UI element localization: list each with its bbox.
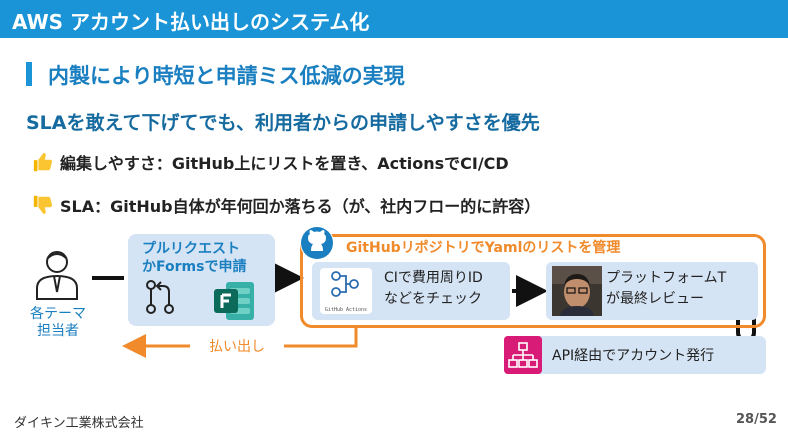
review-line1: プラットフォームT	[606, 270, 727, 286]
github-actions-logo: GitHub Actions	[320, 268, 372, 314]
review-box: プラットフォームT が最終レビュー	[546, 262, 758, 320]
bullet-pro: 編集しやすさ：GitHub上にリストを置き、ActionsでCI/CD	[32, 150, 509, 174]
section-heading: 内製により時短と申請ミス低減の実現	[48, 64, 405, 88]
forms-icon	[214, 282, 254, 320]
actions-workflow-icon	[331, 271, 359, 297]
pull-request-icon	[146, 280, 174, 314]
review-text: プラットフォームT が最終レビュー	[606, 268, 726, 310]
api-box: API経由でアカウント発行	[504, 336, 766, 374]
slide-title: AWS アカウント払い出しのシステム化	[12, 10, 370, 34]
ci-line2: などをチェック	[384, 291, 482, 307]
bullet-con-text: SLA：GitHub自体が年何回か落ちる（が、社内フロー的に許容）	[60, 197, 541, 216]
footer-company: ダイキン工業株式会社	[14, 416, 144, 431]
page-number: 28/52	[736, 412, 777, 427]
api-label: API経由でアカウント発行	[552, 348, 715, 364]
ci-line1: CIで費用周りID	[384, 270, 483, 286]
lead-text: SLAを敢えて下げてでも、利用者からの申請しやすさを優先	[26, 112, 540, 134]
ci-box: GitHub Actions CIで費用周りID などをチェック	[312, 262, 510, 320]
bullet-con: SLA：GitHub自体が年何回か落ちる（が、社内フロー的に許容）	[32, 193, 540, 217]
person-label-line1: 各テーマ	[30, 306, 86, 322]
request-line1: プルリクエスト	[142, 241, 240, 257]
person-icon	[36, 251, 78, 300]
thumbs-down-icon	[33, 195, 53, 214]
person-label: 各テーマ 担当者	[30, 306, 86, 340]
request-line2: かFormsで申請	[142, 259, 247, 275]
reviewer-photo	[552, 266, 602, 316]
person-label-line2: 担当者	[37, 323, 79, 339]
ci-text: CIで費用周りID などをチェック	[384, 268, 483, 310]
thumbs-up-icon	[33, 153, 53, 172]
request-title: プルリクエスト かFormsで申請	[142, 240, 246, 276]
repo-frame	[300, 234, 766, 328]
review-line2: が最終レビュー	[606, 291, 704, 307]
payout-label: 払い出し	[190, 336, 284, 358]
github-icon	[300, 226, 334, 260]
bullet-pro-text: 編集しやすさ：GitHub上にリストを置き、ActionsでCI/CD	[60, 154, 509, 173]
organizations-icon	[504, 336, 542, 374]
request-box: プルリクエスト かFormsで申請	[128, 234, 275, 326]
actions-caption: GitHub Actions	[324, 307, 368, 313]
heading-marker	[26, 62, 32, 86]
repo-frame-label: GitHubリポジトリでYamlのリストを管理	[346, 240, 621, 256]
title-bar: AWS アカウント払い出しのシステム化	[0, 0, 788, 38]
